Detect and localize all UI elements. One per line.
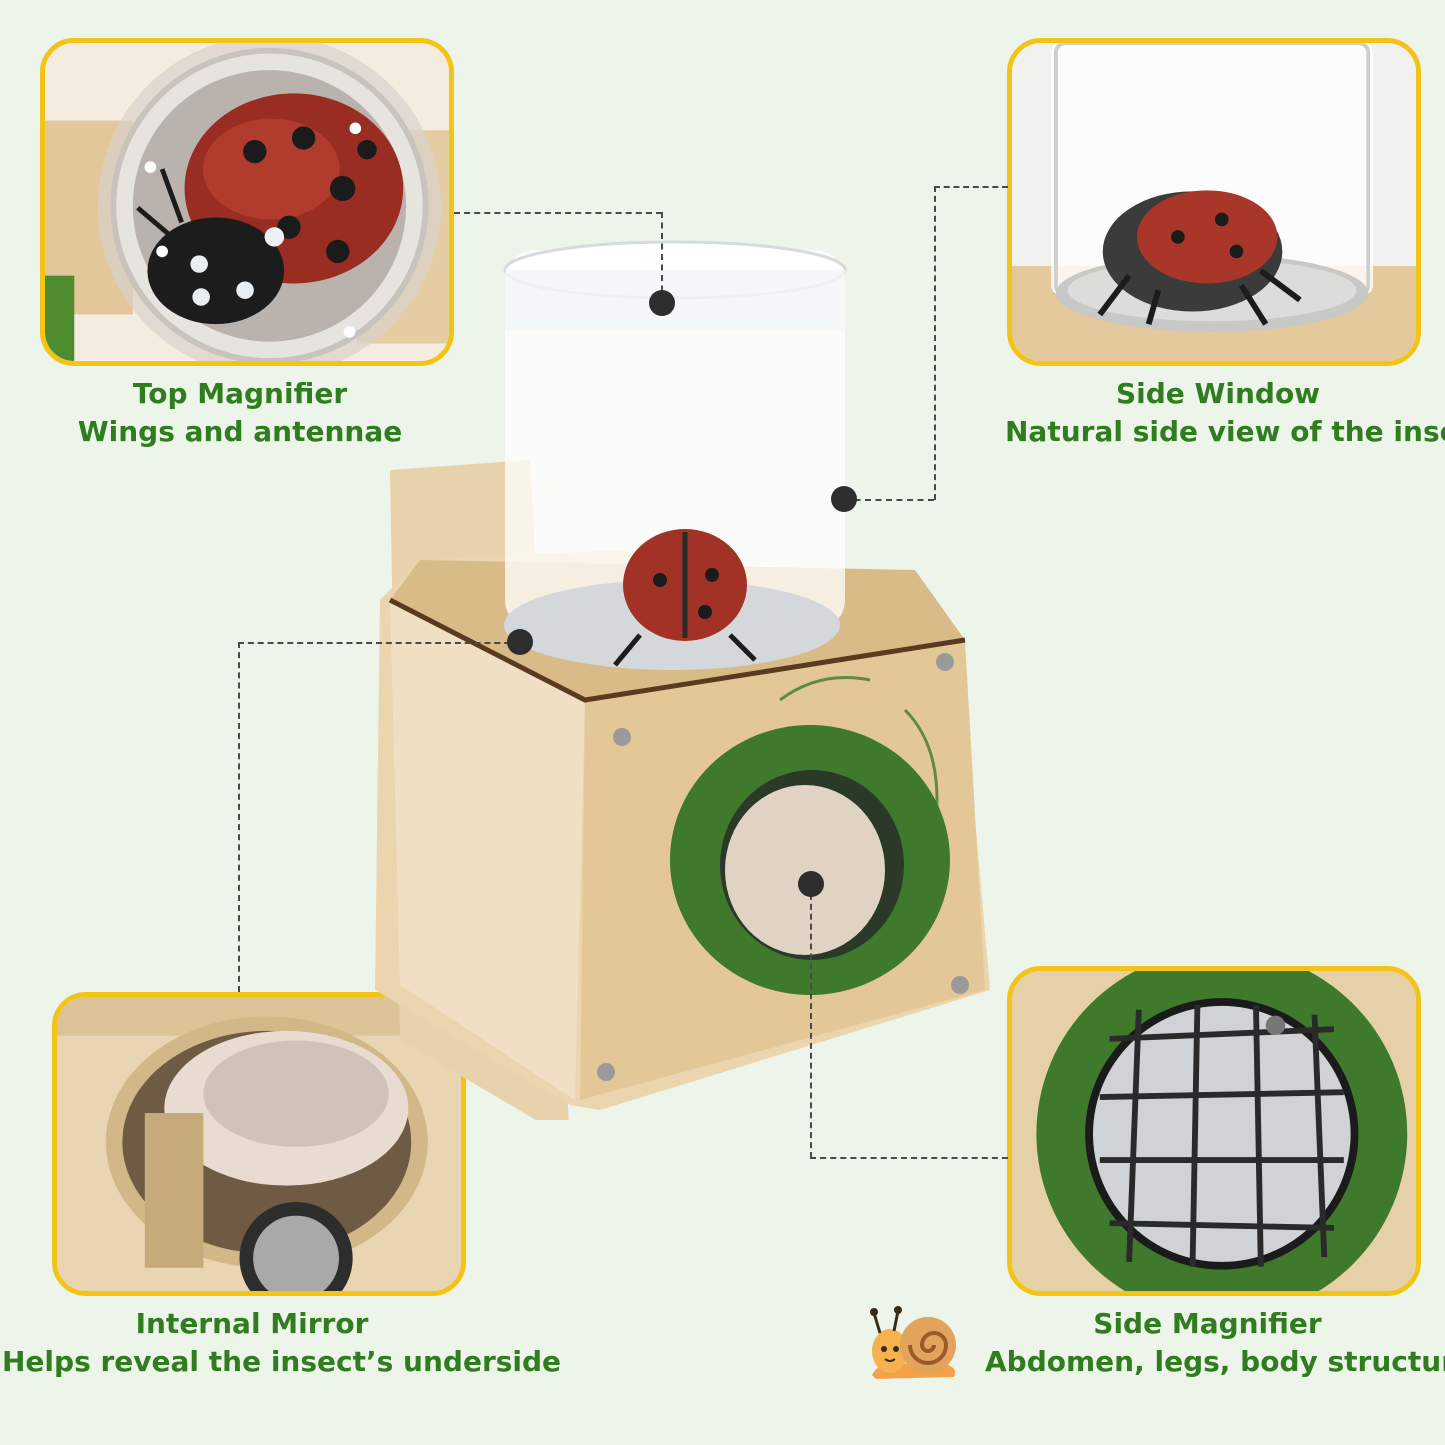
leader-line [454,212,662,214]
leader-line [810,884,812,1158]
top-magnifier-inset [40,38,454,366]
ladybug-top-view-photo [45,43,449,361]
ladybug-side-view-photo [1012,43,1416,361]
callout-dot [831,486,857,512]
side-magnifier-title: Side Magnifier [1093,1307,1322,1340]
leader-line [934,186,1008,188]
top-magnifier-subtitle: Wings and antennae [77,415,403,448]
leader-line [238,642,520,644]
side-window-inset [1007,38,1421,366]
leader-line [844,499,934,501]
side-magnifier-subtitle: Abdomen, legs, body structure [985,1345,1445,1378]
side-window-title: Side Window [1115,377,1321,410]
side-window-subtitle: Natural side view of the insect [1005,415,1445,448]
callout-dot [507,629,533,655]
top-magnifier-caption: Top Magnifier Wings and antennae [40,375,440,451]
insect-viewer-box [375,240,990,1120]
callout-dot [798,871,824,897]
internal-mirror-title: Internal Mirror [135,1307,369,1340]
internal-mirror-subtitle: Helps reveal the insect’s underside [2,1345,562,1378]
side-window-caption: Side Window Natural side view of the ins… [1005,375,1445,451]
snail-icon [870,1306,956,1379]
side-magnifier-caption: Side Magnifier Abdomen, legs, body struc… [985,1305,1445,1381]
side-magnifier-photo [1012,971,1416,1291]
internal-mirror-inset [52,992,466,1296]
leader-line [661,212,663,302]
internal-mirror-photo [57,997,461,1291]
top-magnifier-title: Top Magnifier [132,377,348,410]
leader-line [238,642,240,992]
leader-line [934,186,936,500]
callout-dot [649,290,675,316]
side-magnifier-inset [1007,966,1421,1296]
leader-line [810,1157,1008,1159]
internal-mirror-caption: Internal Mirror Helps reveal the insect’… [2,1305,562,1381]
